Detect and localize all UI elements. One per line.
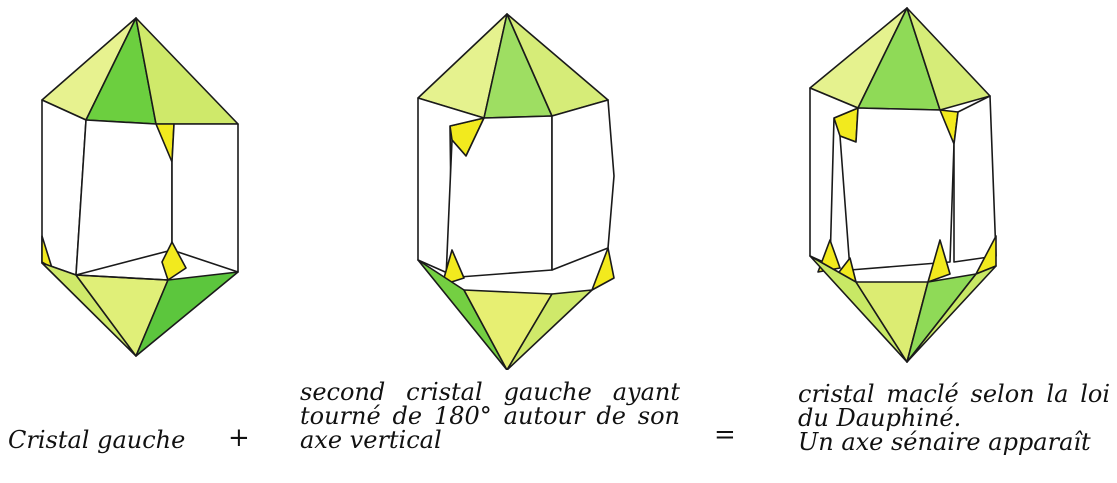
left-caption: Cristal gauche <box>8 426 186 454</box>
middle-caption: second cristal gauche ayant tourné de 18… <box>300 378 680 454</box>
bottom-face-far-right <box>906 265 997 363</box>
left-crystal-svg <box>41 17 239 357</box>
prism-face-right <box>953 95 997 263</box>
prism-face-right <box>171 123 239 273</box>
bottom-face-right <box>135 271 239 357</box>
equals-sign: = <box>714 420 736 450</box>
right-caption-line-2: du Dauphiné. <box>798 404 962 432</box>
middle-crystal-drawing <box>402 0 632 370</box>
small-yellow-face-bottom-c <box>927 239 951 283</box>
small-yellow-face-right-bottom <box>591 247 615 291</box>
right-crystal-drawing <box>800 0 1030 370</box>
right-crystal-svg <box>809 7 997 363</box>
prism-face-left <box>809 87 859 266</box>
prism-face-front <box>75 119 173 276</box>
bottom-face-right <box>506 289 593 370</box>
left-crystal-drawing <box>26 0 256 370</box>
right-caption-line-3: Un axe sénaire apparaît <box>798 428 1091 456</box>
plus-sign: + <box>228 423 250 453</box>
prism-face-right <box>551 99 615 271</box>
right-caption: cristal maclé selon la loi du Dauphiné. … <box>798 382 1110 454</box>
right-caption-line-1: cristal maclé selon la loi <box>798 380 1110 408</box>
small-yellow-face-left-bottom <box>441 249 465 286</box>
middle-crystal-svg <box>417 13 615 370</box>
edge <box>75 274 169 281</box>
prism-face-front <box>839 107 955 271</box>
top-face-right <box>906 7 991 111</box>
